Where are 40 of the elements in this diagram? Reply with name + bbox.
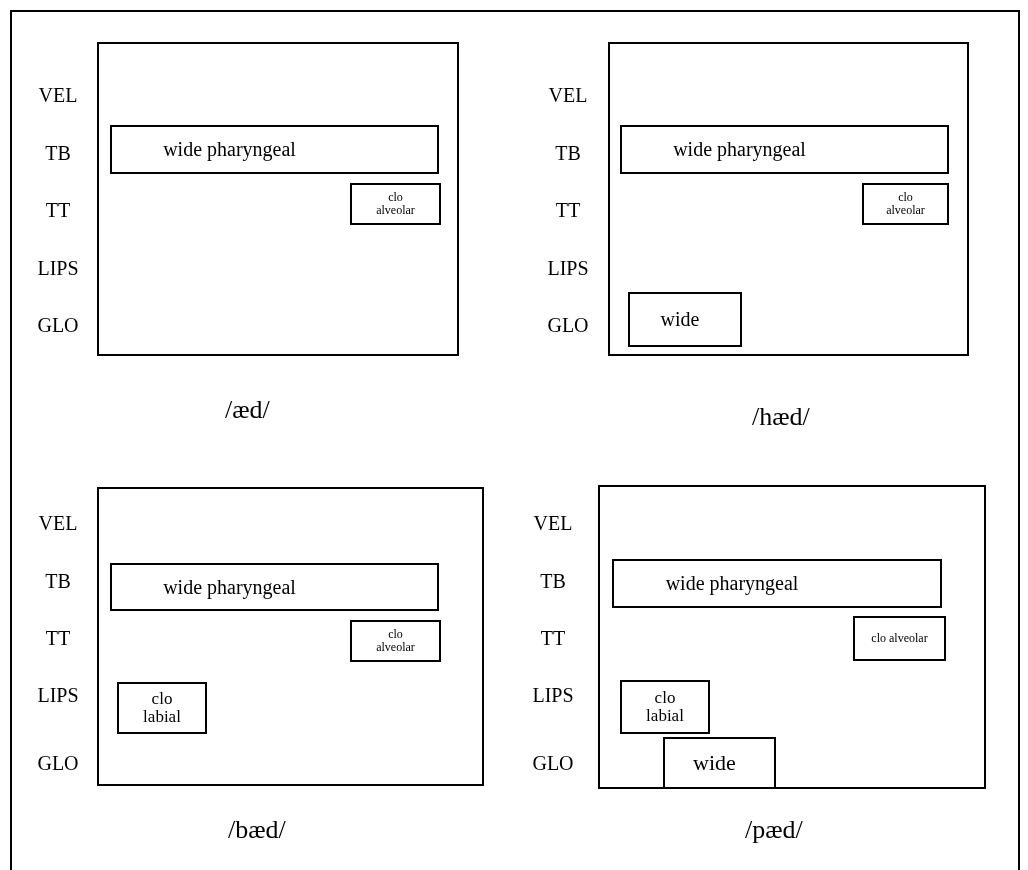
score-panel: [608, 42, 969, 356]
tier-label: GLO: [36, 314, 80, 337]
score-panel: [97, 42, 459, 356]
word-caption: /bæd/: [228, 815, 286, 845]
tier-label: TB: [44, 570, 72, 593]
gesture-box: wide pharyngeal: [110, 125, 439, 174]
gesture-box: clo alveolar: [350, 183, 441, 225]
word-caption: /æd/: [225, 395, 270, 425]
tier-label: TB: [539, 570, 567, 593]
tier-label: TT: [44, 627, 72, 650]
gesture-box: clo alveolar: [853, 616, 946, 661]
tier-label: VEL: [37, 512, 79, 535]
tier-label: GLO: [546, 314, 590, 337]
tier-label: TB: [554, 142, 582, 165]
tier-label: GLO: [531, 752, 575, 775]
gesture-box: wide pharyngeal: [612, 559, 942, 608]
tier-label: VEL: [532, 512, 574, 535]
gesture-box: wide: [663, 737, 776, 789]
tier-label: LIPS: [531, 684, 575, 707]
gesture-box: wide pharyngeal: [620, 125, 949, 174]
tier-label: LIPS: [36, 684, 80, 707]
word-caption: /hæd/: [752, 402, 810, 432]
gesture-box: clo labial: [117, 682, 207, 734]
gesture-box: wide pharyngeal: [110, 563, 439, 611]
tier-label: LIPS: [546, 257, 590, 280]
tier-label: TB: [44, 142, 72, 165]
tier-label: TT: [554, 199, 582, 222]
gesture-box: clo labial: [620, 680, 710, 734]
gesture-box: clo alveolar: [350, 620, 441, 662]
tier-label: VEL: [37, 84, 79, 107]
tier-label: GLO: [36, 752, 80, 775]
tier-label: TT: [539, 627, 567, 650]
gesture-box: clo alveolar: [862, 183, 949, 225]
score-panel: [598, 485, 986, 789]
tier-label: TT: [44, 199, 72, 222]
word-caption: /pæd/: [745, 815, 803, 845]
tier-label: VEL: [547, 84, 589, 107]
score-panel: [97, 487, 484, 786]
gesture-box: wide: [628, 292, 742, 347]
tier-label: LIPS: [36, 257, 80, 280]
